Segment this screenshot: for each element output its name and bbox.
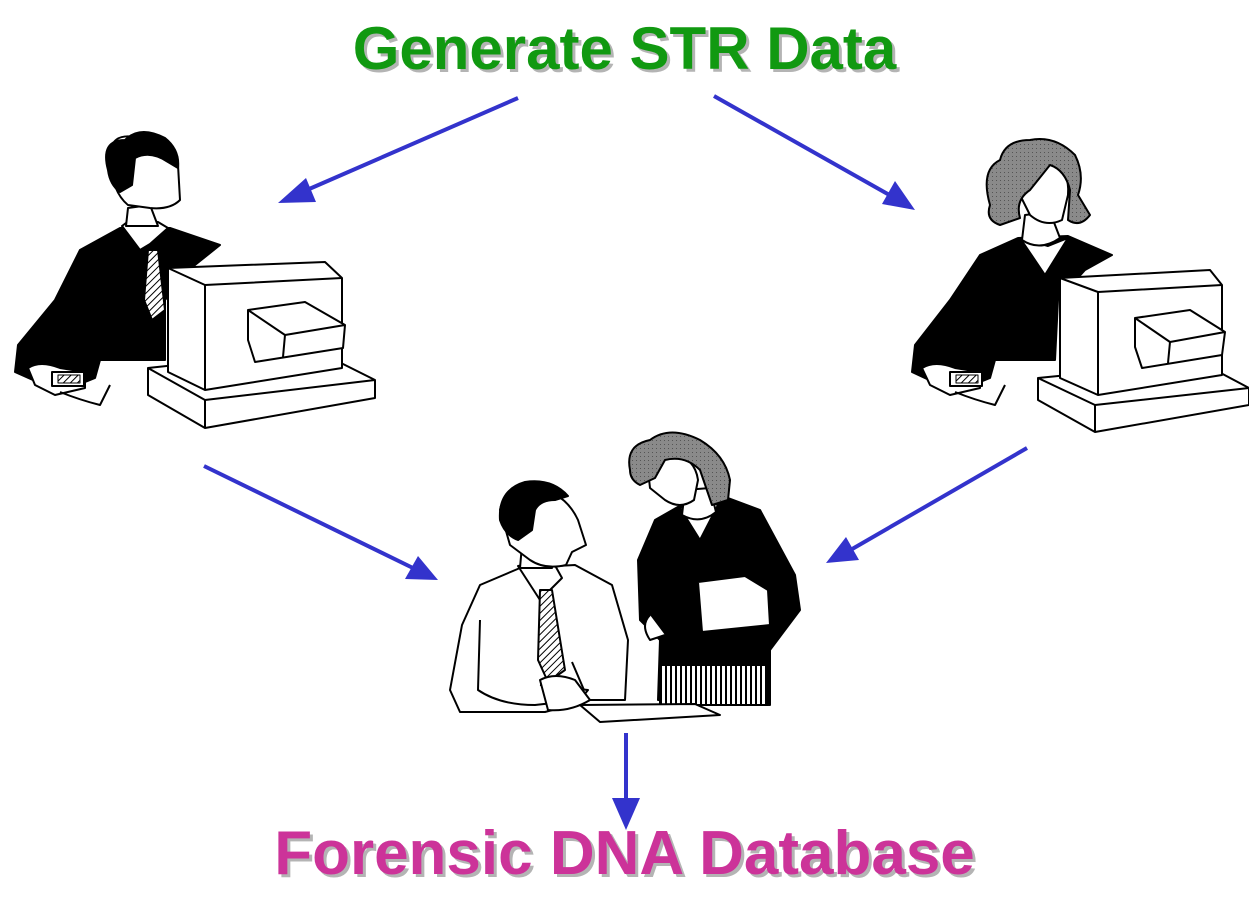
arrow-right-to-center	[826, 446, 1029, 563]
woman-at-computer-icon	[911, 138, 1249, 433]
man-at-computer-icon	[14, 131, 376, 429]
arrow-top-to-right	[713, 94, 915, 210]
top-title: Generate STR Data	[352, 15, 897, 82]
bottom-title: Forensic DNA Database	[274, 819, 975, 888]
arrow-center-to-database	[612, 733, 640, 830]
two-people-reviewing-document-icon	[449, 431, 801, 723]
arrow-left-to-center	[203, 464, 438, 580]
arrow-top-to-left	[278, 96, 519, 203]
